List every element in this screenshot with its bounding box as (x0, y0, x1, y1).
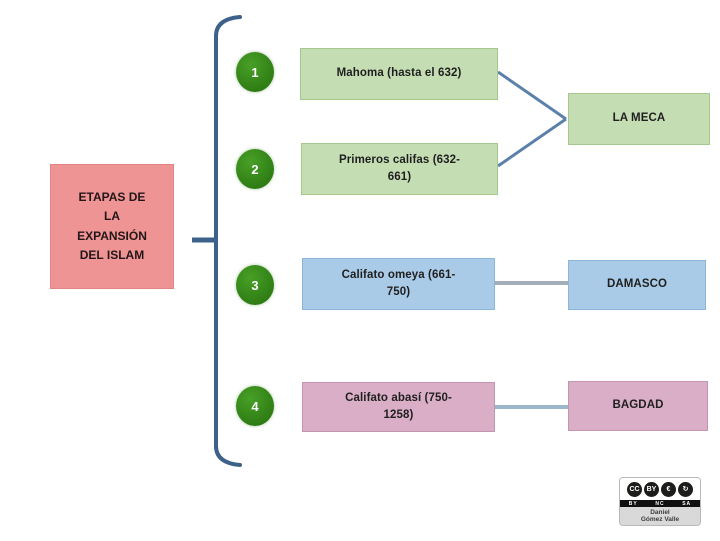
cc-icon: CC (627, 481, 642, 497)
cc-sa-icon: ↻ (678, 481, 693, 497)
stage-number-3: 3 (236, 265, 274, 305)
stage-box-califato-abasi: Califato abasí (750- 1258) (302, 382, 495, 432)
stage-box-primeros-califas: Primeros califas (632- 661) (301, 143, 498, 195)
city-box-bagdad: BAGDAD (568, 381, 708, 431)
cc-icon-row: CC BY € ↻ (620, 478, 700, 500)
city-box-damasco: DAMASCO (568, 260, 706, 310)
line-stage2-to-lameca (497, 117, 567, 168)
cc-bar-by-label: BY (628, 500, 638, 507)
stage-box-mahoma: Mahoma (hasta el 632) (300, 48, 498, 100)
cc-license-bar: BY NC SA (620, 500, 700, 507)
cc-license-badge: CC BY € ↻ BY NC SA Daniel Gómez Valle (619, 477, 701, 526)
cc-bar-nc-label: NC (655, 500, 665, 507)
line-stage1-to-lameca (497, 70, 567, 121)
stage-box-califato-omeya: Califato omeya (661- 750) (302, 258, 495, 310)
author-credit: Daniel Gómez Valle (620, 507, 700, 525)
cc-bar-sa-label: SA (682, 500, 692, 507)
cc-nc-icon: € (661, 481, 676, 497)
stage-number-1: 1 (236, 52, 274, 92)
cc-by-icon: BY (644, 481, 659, 497)
city-box-la-meca: LA MECA (568, 93, 710, 145)
stage-number-2: 2 (236, 149, 274, 189)
stage-number-4: 4 (236, 386, 274, 426)
diagram-title: ETAPAS DE LA EXPANSIÓN DEL ISLAM (50, 164, 174, 289)
